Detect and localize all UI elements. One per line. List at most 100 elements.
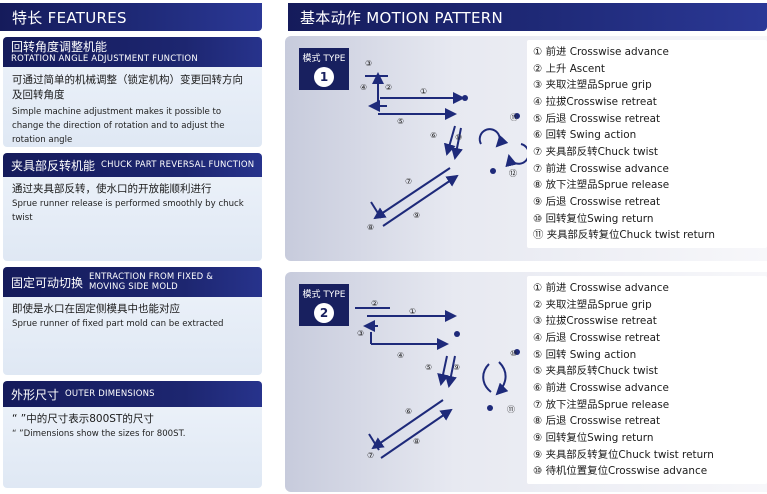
end-dot <box>514 113 520 119</box>
card-title-cn: 外形尺寸 <box>11 387 60 402</box>
swing-arc <box>478 128 509 148</box>
legend-step: ⑩ 待机位置复位Crosswise advance <box>533 465 708 478</box>
feature-card-title: 固定可动切换 ENTRACTION FROM FIXED & MOVING SI… <box>3 267 262 297</box>
end-dot <box>454 331 460 337</box>
legend-step: ④ 后退 Crosswise retreat <box>533 331 661 344</box>
step-arrow <box>437 355 449 386</box>
step-mark: ① <box>420 87 427 96</box>
legend-step: ⑤ 回转 Swing action <box>533 348 637 361</box>
step-arrow <box>382 174 459 227</box>
card-title-cn: 固定可动切换 <box>11 275 84 290</box>
feature-card-body: “ ”中的尺寸表示800ST的尺寸 “ ”Dimensions show the… <box>3 407 262 446</box>
step-mark: ⑥ <box>405 407 412 416</box>
end-dot <box>514 349 520 355</box>
end-dot <box>487 405 493 411</box>
type1-motion-diagram: ③ ④ ② ① ⑤ ⑥ ⑩ ⑦ ⑧ ⑨ ⑪ ⑫ <box>360 59 530 232</box>
feature-card-title: 外形尺寸 OUTER DIMENSIONS <box>3 381 262 407</box>
step-mark: ⑨ <box>413 211 420 220</box>
swing-arc <box>495 361 509 396</box>
type-badge-label: 模式 TYPE <box>302 54 346 64</box>
step-mark: ⑧ <box>367 223 374 232</box>
step-mark: ③ <box>357 329 364 338</box>
feature-card-dimensions: 外形尺寸 OUTER DIMENSIONS “ ”中的尺寸表示800ST的尺寸 … <box>3 381 262 488</box>
type-badge-label: 模式 TYPE <box>302 290 346 300</box>
step-arrow <box>373 167 451 220</box>
legend-step: ⑤ 后退 Crosswise retreat <box>533 112 661 125</box>
feature-card-body: 通过夹具部反转，使水口的开放能顺利进行 Sprue runner release… <box>3 177 262 230</box>
step-arrow <box>443 125 456 156</box>
step-mark: ⑧ <box>413 437 420 446</box>
legend-step: ⑩ 回转复位Swing return <box>533 212 654 225</box>
card-title-en: OUTER DIMENSIONS <box>65 389 155 399</box>
feature-card-chuck: 夹具部反转机能 CHUCK PART REVERSAL FUNCTION 通过夹… <box>3 153 262 261</box>
step-mark: ⑪ <box>510 113 518 122</box>
legend-step: ③ 拉拔Crosswise retreat <box>533 315 657 328</box>
feature-card-rotation: 回转角度调整机能 ROTATION ANGLE ADJUSTMENT FUNCT… <box>3 37 262 147</box>
swing-arc <box>482 363 492 393</box>
card-body-cn: “ ”中的尺寸表示800ST的尺寸 <box>12 413 154 425</box>
motion-header: 基本动作 MOTION PATTERN <box>288 3 767 31</box>
legend-step: ⑦ 放下注塑品Sprue release <box>533 398 670 411</box>
features-header: 特长 FEATURES <box>0 3 262 31</box>
card-title-cn: 回转角度调整机能 <box>11 40 108 54</box>
type1-badge: 模式 TYPE 1 <box>299 48 349 90</box>
step-mark: ⑨ <box>453 363 460 372</box>
features-header-text: 特长 FEATURES <box>12 8 127 27</box>
step-mark: ⑪ <box>507 405 515 414</box>
card-body-en: Sprue runner release is performed smooth… <box>12 199 244 223</box>
step-mark: ④ <box>397 351 404 360</box>
step-arrow <box>368 433 380 451</box>
card-body-en: Sprue runner of fixed part mold can be e… <box>12 319 224 329</box>
feature-card-body: 即使是水口在固定侧模具中也能对应 Sprue runner of fixed p… <box>3 297 262 336</box>
step-arrow <box>380 408 453 459</box>
legend-step: ⑨ 回转复位Swing return <box>533 432 654 445</box>
legend-step: ⑨ 夹具部反转复位Chuck twist return <box>533 448 714 461</box>
feature-card-title: 回转角度调整机能 ROTATION ANGLE ADJUSTMENT FUNCT… <box>3 37 262 67</box>
step-mark: ⑦ <box>367 451 374 460</box>
legend-step: ③ 夹取注塑品Sprue grip <box>533 79 652 92</box>
card-title-en: CHUCK PART REVERSAL FUNCTION <box>101 160 255 170</box>
legend-step: ① 前进 Crosswise advance <box>533 281 669 294</box>
legend-step: ② 上升 Ascent <box>533 62 605 75</box>
card-body-en: “ ”Dimensions show the sizes for 800ST. <box>12 429 186 439</box>
end-dot <box>462 95 468 101</box>
card-body-en: Simple machine adjustment makes it possi… <box>12 107 225 145</box>
type-badge-number: 1 <box>314 67 334 87</box>
step-mark: ② <box>371 299 378 308</box>
step-mark: ⑥ <box>430 131 437 140</box>
legend-step: ② 夹取注塑品Sprue grip <box>533 298 652 311</box>
step-mark: ② <box>385 83 392 92</box>
feature-card-fixed-moving: 固定可动切换 ENTRACTION FROM FIXED & MOVING SI… <box>3 267 262 375</box>
legend-step: ⑦ 夹具部反转Chuck twist <box>533 145 658 158</box>
type2-motion-diagram: ② ① ③ ④ ⑤ ⑨ ⑥ ⑦ ⑧ ⑩ ⑪ <box>355 299 520 460</box>
step-mark: ⑩ <box>510 349 517 358</box>
step-arrow <box>451 127 463 160</box>
motion-panel-type2: 模式 TYPE 2 ② ① ③ ④ <box>285 272 767 492</box>
feature-card-title: 夹具部反转机能 CHUCK PART REVERSAL FUNCTION <box>3 153 262 177</box>
step-mark: ④ <box>360 83 367 92</box>
step-arrow <box>370 201 382 219</box>
card-title-cn: 夹具部反转机能 <box>11 158 96 173</box>
step-mark: ③ <box>365 59 372 68</box>
motion-header-text: 基本动作 MOTION PATTERN <box>300 8 503 27</box>
legend-step: ⑨ 后退 Crosswise retreat <box>533 196 661 209</box>
legend-step: ④ 拉拔Crosswise retreat <box>533 95 657 108</box>
feature-card-body: 可通过简单的机械调整（锁定机构）变更回转方向及回转角度 Simple machi… <box>3 67 262 147</box>
type-badge-number: 2 <box>314 303 334 323</box>
legend-step: ⑥ 前进 Crosswise advance <box>533 381 669 394</box>
step-mark: ⑦ <box>405 177 412 186</box>
type2-step-legend: ① 前进 Crosswise advance ② 夹取注塑品Sprue grip… <box>527 276 767 484</box>
card-title-en-2: MOVING SIDE MOLD <box>89 282 178 292</box>
step-mark: ⑤ <box>397 117 404 126</box>
legend-step: ⑤ 夹具部反转Chuck twist <box>533 365 658 378</box>
swing-arc <box>505 143 530 168</box>
end-dot <box>490 168 496 174</box>
motion-panel-type1: 模式 TYPE 1 <box>285 36 767 261</box>
type2-badge: 模式 TYPE 2 <box>299 284 349 326</box>
step-arrow <box>371 399 444 450</box>
card-body-cn: 通过夹具部反转，使水口的开放能顺利进行 <box>12 183 212 195</box>
step-mark: ⑩ <box>455 133 462 142</box>
legend-step: ⑧ 后退 Crosswise retreat <box>533 415 661 428</box>
legend-step: ⑧ 放下注塑品Sprue release <box>533 179 670 192</box>
legend-step: ⑪ 夹具部反转复位Chuck twist return <box>533 229 715 242</box>
